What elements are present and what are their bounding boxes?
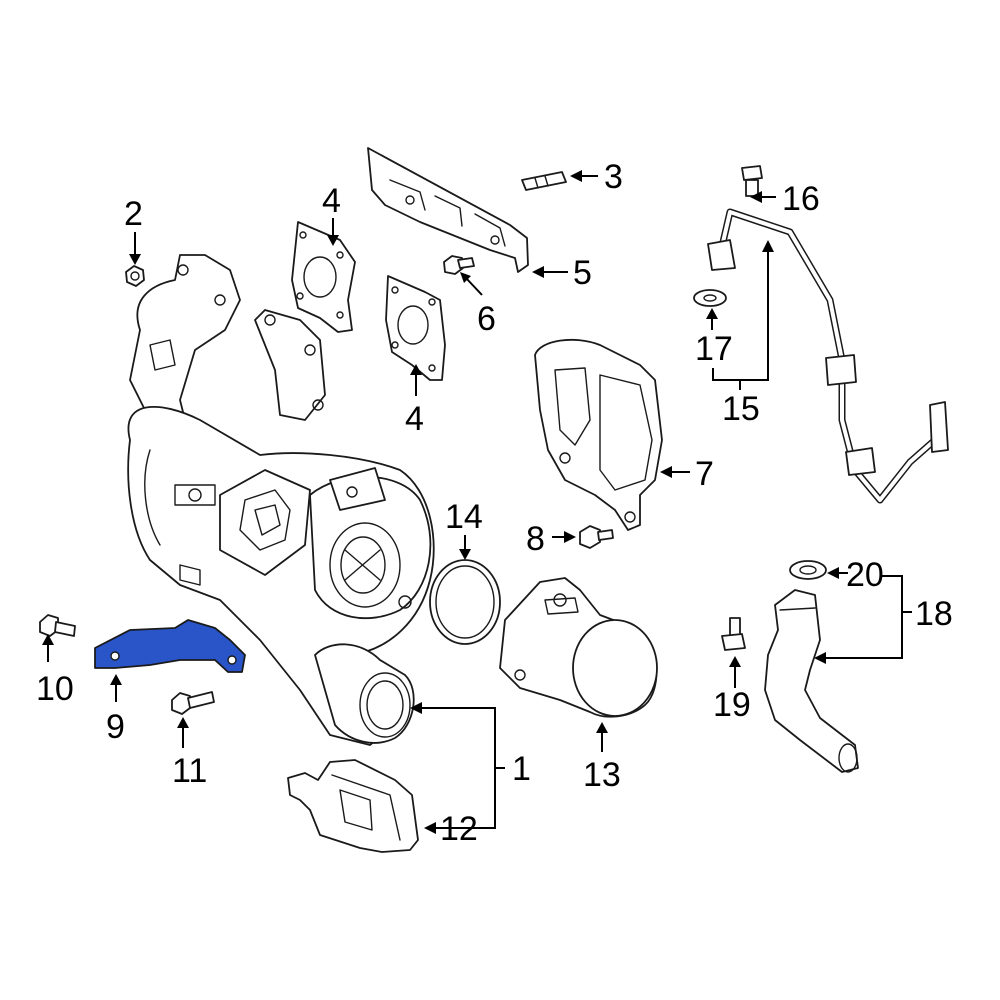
bolt-10 [39,614,76,637]
callout-4-upper: 4 [322,182,341,220]
turbocharger-assembly [127,254,435,746]
washer-17 [693,289,727,307]
callout-20: 20 [846,556,884,594]
callout-19: 19 [713,686,751,724]
callout-14: 14 [445,498,483,536]
actuator-12 [287,759,419,853]
bracket-9[interactable] [94,619,246,673]
callout-1: 1 [512,750,531,788]
o-ring-14 [429,559,501,645]
bolt-11 [171,691,215,715]
callout-11: 11 [172,752,207,790]
callout-12: 12 [440,810,478,848]
callout-7: 7 [695,455,714,493]
nut-2 [125,265,145,287]
leader-lines [42,170,912,834]
shield-7 [534,338,663,531]
callout-5: 5 [573,254,592,292]
banjo-bolt-16 [741,165,763,197]
callout-17: 17 [695,330,733,368]
seal-20 [789,560,827,580]
callout-3: 3 [604,158,623,196]
oil-line-15 [707,208,949,504]
callout-8: 8 [526,520,545,558]
callout-labels: 1 2 3 4 4 5 6 7 8 9 10 11 12 13 14 15 16… [36,158,953,848]
gasket-4-lower [385,275,446,381]
housing-13 [499,577,658,718]
callout-10: 10 [36,670,74,708]
gasket-4-upper [291,221,356,333]
callout-16: 16 [782,180,820,218]
stud-3 [521,171,567,191]
callout-4-lower: 4 [405,400,424,438]
callout-13: 13 [583,756,621,794]
callout-6: 6 [477,300,496,338]
callout-18: 18 [915,595,953,633]
pipe-18 [764,589,859,773]
heat-shield-5 [367,147,529,273]
bolt-19 [721,617,746,651]
bolt-8 [579,525,614,549]
callout-15: 15 [722,390,760,428]
bolt-6 [443,255,475,275]
callout-2: 2 [124,195,143,233]
callout-9[interactable]: 9 [106,708,125,746]
